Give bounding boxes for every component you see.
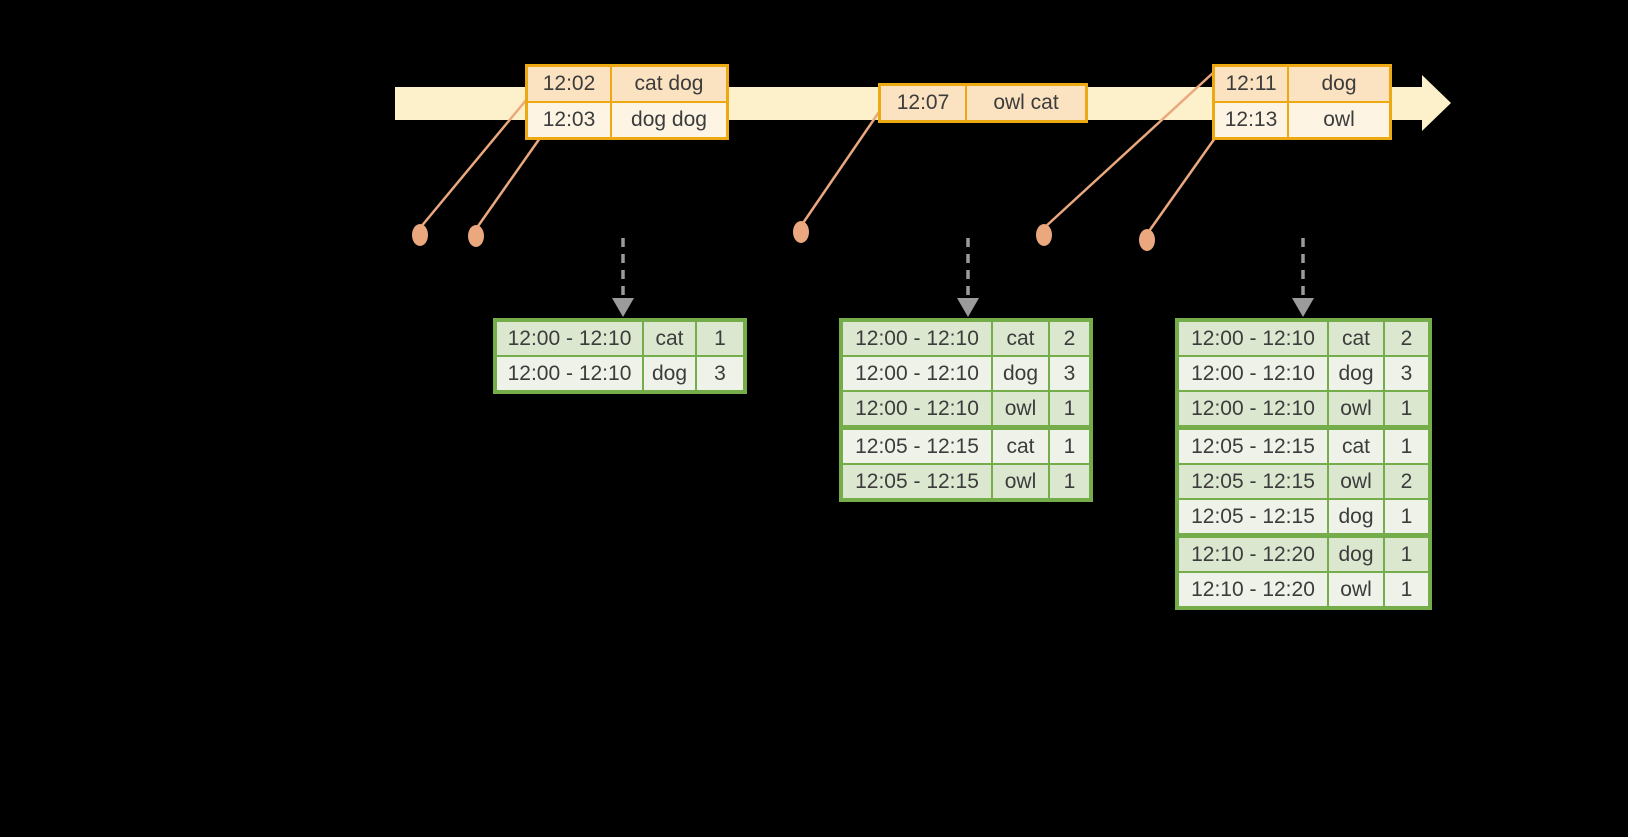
event-marker-dot-icon xyxy=(468,225,484,247)
word-cell: dog xyxy=(1329,500,1383,533)
table-row: 12:05 - 12:15 owl 1 xyxy=(843,465,1089,498)
count-cell: 1 xyxy=(1385,392,1428,425)
result-table-2: 12:00 - 12:10 cat 2 12:00 - 12:10 dog 3 … xyxy=(839,318,1093,502)
event-words: cat dog xyxy=(612,67,726,101)
word-cell: owl xyxy=(1329,465,1383,498)
trigger-arrowhead-icon xyxy=(1292,298,1314,317)
event-row: 12:07 owl cat xyxy=(881,86,1085,120)
event-time: 12:02 xyxy=(528,67,610,101)
event-row: 12:11 dog xyxy=(1215,67,1389,101)
table-row: 12:00 - 12:10 cat 2 xyxy=(1179,322,1428,355)
connector-line-1203 xyxy=(474,137,542,230)
event-words: dog xyxy=(1289,67,1389,101)
table-row: 12:05 - 12:15 owl 2 xyxy=(1179,465,1428,498)
window-cell: 12:00 - 12:10 xyxy=(497,322,642,355)
event-marker-dot-icon xyxy=(412,224,428,246)
table-row: 12:00 - 12:10 cat 1 xyxy=(497,322,743,355)
word-cell: owl xyxy=(993,465,1048,498)
result-table-3: 12:00 - 12:10 cat 2 12:00 - 12:10 dog 3 … xyxy=(1175,318,1432,610)
window-cell: 12:05 - 12:15 xyxy=(843,430,991,463)
timeline-arrowhead-icon xyxy=(1422,75,1451,131)
count-cell: 2 xyxy=(1385,322,1428,355)
connector-line-1211 xyxy=(1043,71,1215,229)
window-cell: 12:10 - 12:20 xyxy=(1179,538,1327,571)
table-row: 12:00 - 12:10 cat 2 xyxy=(843,322,1089,355)
word-cell: cat xyxy=(993,430,1048,463)
count-cell: 2 xyxy=(1385,465,1428,498)
table-row: 12:10 - 12:20 dog 1 xyxy=(1179,538,1428,571)
window-cell: 12:00 - 12:10 xyxy=(1179,322,1327,355)
count-cell: 2 xyxy=(1050,322,1089,355)
count-cell: 1 xyxy=(1050,465,1089,498)
result-table-1: 12:00 - 12:10 cat 1 12:00 - 12:10 dog 3 xyxy=(493,318,747,394)
table-row: 12:00 - 12:10 dog 3 xyxy=(1179,357,1428,390)
window-cell: 12:05 - 12:15 xyxy=(1179,500,1327,533)
trigger-arrowhead-icon xyxy=(957,298,979,317)
window-cell: 12:05 - 12:15 xyxy=(1179,465,1327,498)
table-row: 12:00 - 12:10 dog 3 xyxy=(497,357,743,390)
window-cell: 12:05 - 12:15 xyxy=(1179,430,1327,463)
count-cell: 3 xyxy=(1385,357,1428,390)
count-cell: 1 xyxy=(1385,573,1428,606)
window-cell: 12:00 - 12:10 xyxy=(843,392,991,425)
event-box-1211-1213: 12:11 dog 12:13 owl xyxy=(1212,64,1392,140)
word-cell: owl xyxy=(1329,573,1383,606)
window-cell: 12:00 - 12:10 xyxy=(843,357,991,390)
count-cell: 1 xyxy=(1385,430,1428,463)
event-box-1202-1203: 12:02 cat dog 12:03 dog dog xyxy=(525,64,729,140)
event-time: 12:13 xyxy=(1215,103,1287,137)
event-marker-dots xyxy=(412,221,1155,251)
event-row: 12:02 cat dog xyxy=(528,67,726,101)
table-row: 12:00 - 12:10 owl 1 xyxy=(1179,392,1428,425)
word-cell: owl xyxy=(993,392,1048,425)
word-cell: dog xyxy=(1329,538,1383,571)
event-box-1207: 12:07 owl cat xyxy=(878,83,1088,123)
event-marker-dot-icon xyxy=(793,221,809,243)
word-cell: dog xyxy=(993,357,1048,390)
event-row: 12:13 owl xyxy=(1215,103,1389,137)
count-cell: 3 xyxy=(697,357,743,390)
event-connector-lines xyxy=(419,71,1217,235)
word-cell: cat xyxy=(1329,430,1383,463)
table-row: 12:05 - 12:15 cat 1 xyxy=(843,430,1089,463)
connector-line-1207 xyxy=(799,111,881,227)
count-cell: 1 xyxy=(1050,430,1089,463)
window-cell: 12:00 - 12:10 xyxy=(843,322,991,355)
table-row: 12:05 - 12:15 cat 1 xyxy=(1179,430,1428,463)
event-words: owl xyxy=(1289,103,1389,137)
table-row: 12:10 - 12:20 owl 1 xyxy=(1179,573,1428,606)
window-cell: 12:00 - 12:10 xyxy=(1179,392,1327,425)
event-marker-dot-icon xyxy=(1139,229,1155,251)
event-words: dog dog xyxy=(612,103,726,137)
window-cell: 12:05 - 12:15 xyxy=(843,465,991,498)
event-time: 12:07 xyxy=(881,86,965,120)
word-cell: cat xyxy=(1329,322,1383,355)
word-cell: cat xyxy=(993,322,1048,355)
word-cell: owl xyxy=(1329,392,1383,425)
count-cell: 1 xyxy=(1050,392,1089,425)
count-cell: 1 xyxy=(1385,500,1428,533)
event-time: 12:03 xyxy=(528,103,610,137)
count-cell: 3 xyxy=(1050,357,1089,390)
word-cell: dog xyxy=(1329,357,1383,390)
window-cell: 12:00 - 12:10 xyxy=(497,357,642,390)
window-cell: 12:00 - 12:10 xyxy=(1179,357,1327,390)
word-cell: cat xyxy=(644,322,695,355)
count-cell: 1 xyxy=(697,322,743,355)
trigger-arrows xyxy=(612,238,1314,317)
event-marker-dot-icon xyxy=(1036,224,1052,246)
connector-line-1202 xyxy=(419,98,528,229)
table-row: 12:05 - 12:15 dog 1 xyxy=(1179,500,1428,533)
event-words: owl cat xyxy=(967,86,1085,120)
event-time: 12:11 xyxy=(1215,67,1287,101)
table-row: 12:00 - 12:10 dog 3 xyxy=(843,357,1089,390)
table-row: 12:00 - 12:10 owl 1 xyxy=(843,392,1089,425)
word-cell: dog xyxy=(644,357,695,390)
connector-line-1213 xyxy=(1145,137,1217,235)
event-row: 12:03 dog dog xyxy=(528,103,726,137)
trigger-arrowhead-icon xyxy=(612,298,634,317)
window-cell: 12:10 - 12:20 xyxy=(1179,573,1327,606)
count-cell: 1 xyxy=(1385,538,1428,571)
